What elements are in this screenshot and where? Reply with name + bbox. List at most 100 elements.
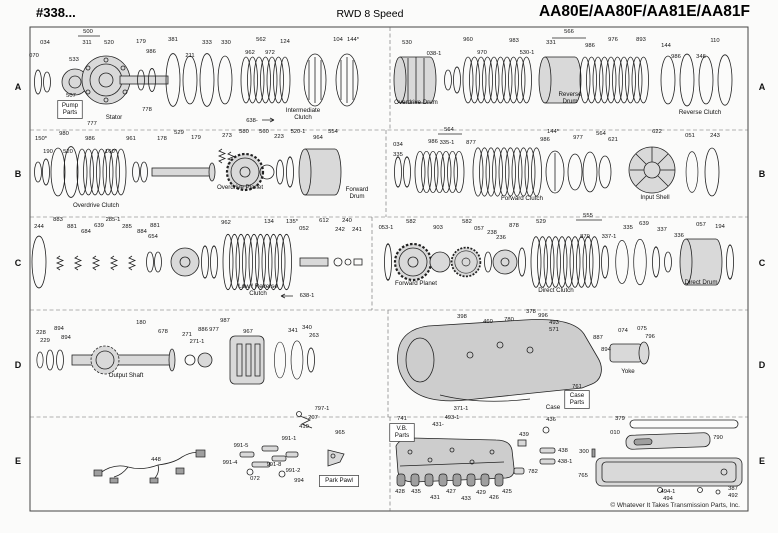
part-callout-996: 996 [538, 313, 548, 319]
svg-text:448: 448 [151, 457, 161, 463]
svg-text:554: 554 [328, 129, 338, 135]
overdrive-drum-label: Overdrive Drum [394, 99, 438, 106]
part-callout-778: 778 [142, 107, 152, 113]
svg-text:337-1: 337-1 [602, 234, 617, 240]
part-callout-970: 970 [477, 50, 487, 56]
svg-text:582: 582 [462, 219, 472, 225]
part-callout-448: 448 [151, 457, 161, 463]
part-callout-429: 429 [476, 490, 486, 496]
part-callout-236: 236 [496, 235, 506, 241]
part-callout-991-4: 991-4 [223, 460, 239, 466]
reverse-clutch-rings [660, 53, 733, 107]
svg-text:529: 529 [536, 219, 546, 225]
svg-text:894: 894 [61, 335, 71, 341]
svg-text:Reverse Clutch: Reverse Clutch [679, 109, 722, 116]
svg-text:Case: Case [546, 404, 561, 411]
svg-text:B: B [759, 169, 766, 179]
part-callout-435: 435 [411, 489, 421, 495]
part-callout-761: 761 [572, 384, 582, 390]
part-callout-387: 387 [728, 486, 738, 492]
part-callout-530-1: 530-1 [520, 50, 535, 56]
output-rings [273, 340, 316, 380]
part-callout-285: 285 [122, 224, 132, 230]
part-callout-962: 962 [221, 220, 231, 226]
svg-text:273: 273 [222, 133, 232, 139]
part-callout-300: 300 [579, 449, 589, 455]
part-callout-961: 961 [126, 136, 136, 142]
svg-text:986: 986 [85, 136, 95, 142]
part-callout-983: 983 [509, 38, 519, 44]
svg-text:520: 520 [63, 149, 73, 155]
svg-text:780: 780 [504, 317, 514, 323]
svg-text:964: 964 [313, 135, 323, 141]
part-callout-010: 010 [610, 430, 620, 436]
forward-clutch-label: Forward Clutch [501, 195, 544, 202]
solenoid-small-parts [239, 445, 299, 478]
svg-text:761: 761 [572, 384, 582, 390]
part-callout-566: 566 [564, 29, 574, 35]
svg-text:104: 104 [333, 37, 343, 43]
svg-text:560: 560 [259, 129, 269, 135]
part-callout-977: 977 [573, 135, 583, 141]
part-callout-493-1: 493-1 [445, 415, 460, 421]
wiring-harness [93, 449, 206, 484]
svg-text:D: D [15, 360, 22, 370]
svg-text:980: 980 [59, 131, 69, 137]
svg-text:238: 238 [487, 230, 497, 236]
low-reverse-seal-ring [31, 235, 47, 289]
output-shaft-part [71, 345, 176, 375]
svg-text:782: 782 [528, 469, 538, 475]
overdrive-drum-seals [444, 66, 462, 94]
svg-text:311: 311 [82, 40, 91, 46]
part-callout-494: 494 [663, 496, 673, 502]
svg-text:Input Shell: Input Shell [640, 194, 669, 201]
svg-text:960: 960 [463, 37, 473, 43]
svg-text:582: 582 [406, 219, 416, 225]
svg-text:991-1: 991-1 [282, 436, 297, 442]
svg-text:494-1: 494-1 [661, 489, 676, 495]
svg-text:533: 533 [69, 57, 79, 63]
svg-text:986: 986 [146, 49, 156, 55]
svg-text:144: 144 [661, 43, 671, 49]
svg-text:433: 433 [461, 496, 471, 502]
svg-text:300: 300 [579, 449, 589, 455]
part-callout-894: 894 [61, 335, 71, 341]
reverse-clutch-pack [579, 56, 649, 104]
part-callout-972: 972 [265, 50, 275, 56]
stator-shaft [119, 67, 169, 93]
part-callout-796: 796 [645, 334, 655, 340]
svg-text:263: 263 [309, 333, 319, 339]
svg-text:381: 381 [168, 37, 178, 43]
page-border [29, 26, 749, 512]
part-callout-428: 428 [395, 489, 405, 495]
part-callout-529: 529 [536, 219, 546, 225]
svg-text:285: 285 [122, 224, 132, 230]
svg-text:335-1: 335-1 [440, 140, 455, 146]
part-callout-639: 639 [639, 221, 649, 227]
part-callout-378: 378 [526, 309, 536, 315]
svg-text:428: 428 [395, 489, 405, 495]
part-callout-330: 330 [221, 40, 231, 46]
svg-text:991-5: 991-5 [234, 443, 249, 449]
svg-text:654: 654 [148, 234, 158, 240]
part-callout-144*: 144* [547, 129, 560, 135]
part-callout-964: 964 [313, 135, 323, 141]
part-callout-797-1: 797-1 [315, 406, 330, 412]
overdrive-planet-gear [225, 152, 275, 192]
svg-text:236: 236 [496, 235, 506, 241]
forward-clutch-pack [472, 147, 543, 197]
svg-text:410: 410 [299, 424, 309, 430]
svg-text:C: C [15, 258, 22, 268]
output-shaft-label: Output Shaft [109, 372, 144, 379]
svg-text:379: 379 [615, 416, 625, 422]
svg-text:894: 894 [54, 326, 64, 332]
svg-text:427: 427 [446, 489, 456, 495]
svg-text:796: 796 [645, 334, 655, 340]
part-callout-273: 273 [222, 133, 232, 139]
row-label-E-right: E [759, 456, 765, 466]
svg-text:438-1: 438-1 [558, 459, 573, 465]
part-callout-520: 520 [63, 149, 73, 155]
svg-text:207: 207 [308, 415, 318, 421]
